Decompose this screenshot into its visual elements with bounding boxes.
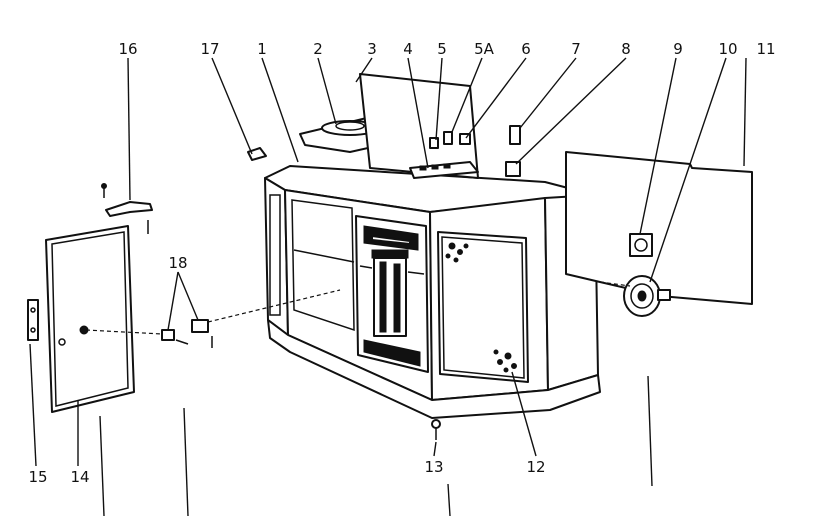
callout-5a: 5A [474, 40, 495, 58]
callout-16: 16 [118, 40, 137, 58]
floor-line-2 [183, 407, 189, 516]
part-8 [505, 161, 521, 177]
part-7 [509, 125, 521, 145]
floor-line-1 [99, 415, 105, 516]
callout-10: 10 [718, 40, 737, 58]
callout-7: 7 [571, 40, 581, 58]
callout-11: 11 [756, 40, 775, 58]
callout-12: 12 [526, 458, 545, 476]
callout-13: 13 [424, 458, 443, 476]
callout-14: 14 [70, 468, 89, 486]
leader-lines [29, 57, 747, 467]
left-door-14 [45, 225, 135, 413]
floor-line-3 [447, 483, 451, 516]
back-panel [565, 151, 753, 305]
screw-13 [431, 419, 441, 440]
part-9-control [629, 233, 653, 257]
callout-15: 15 [28, 468, 47, 486]
callout-4: 4 [403, 40, 413, 58]
catch-18 [161, 319, 213, 348]
cabinet-body [264, 165, 601, 419]
callout-1: 1 [257, 40, 267, 58]
assembly-line-panel [599, 281, 631, 287]
assembly-line-catch [207, 289, 341, 323]
callout-17: 17 [200, 40, 219, 58]
callout-18: 18 [168, 254, 187, 272]
trim-piece-17 [247, 147, 267, 161]
callout-6: 6 [521, 40, 531, 58]
callout-5: 5 [437, 40, 447, 58]
cabinet-door-ornament [355, 215, 429, 373]
bracket-16 [101, 183, 153, 234]
callout-2: 2 [313, 40, 323, 58]
floor-line-4 [647, 375, 653, 487]
control-panel [409, 131, 479, 179]
speaker-10 [623, 275, 671, 317]
glass-ornament-bottom [493, 349, 517, 373]
changer-mounting-board [359, 73, 479, 179]
callout-9: 9 [673, 40, 683, 58]
callout-8: 8 [621, 40, 631, 58]
hinge-15 [27, 299, 39, 341]
assembly-line-door [85, 329, 163, 335]
glass-ornament-top [445, 242, 469, 263]
callout-labels: 17 1 2 3 4 5 5A 6 7 8 9 10 11 16 18 15 1… [28, 40, 775, 486]
callout-3: 3 [367, 40, 377, 58]
